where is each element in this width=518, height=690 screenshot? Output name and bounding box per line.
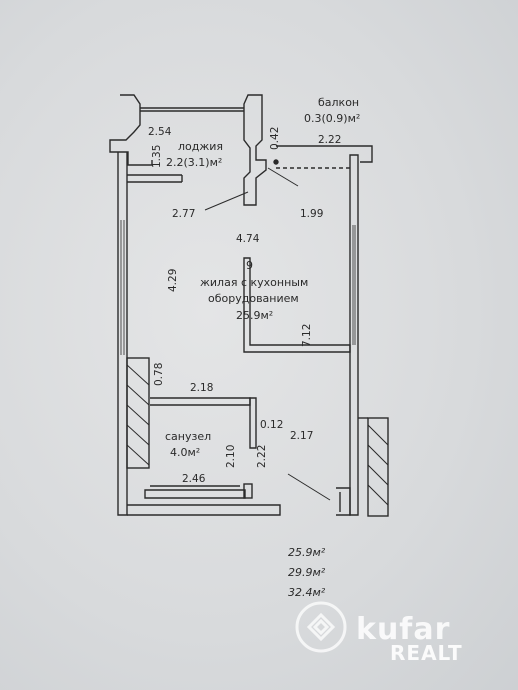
dim-1-35: 1.35 bbox=[151, 144, 163, 168]
living-room-area: 25.9м² bbox=[236, 309, 274, 322]
left-exterior-wall bbox=[117, 152, 128, 516]
balcony-area: 0.3(0.9)м² bbox=[304, 112, 361, 125]
dim-0-42: 0.42 bbox=[269, 126, 281, 150]
balcony-name: балкон bbox=[318, 96, 360, 109]
right-exterior-wall bbox=[349, 154, 359, 516]
left-hatched-block bbox=[126, 357, 150, 469]
corridor-partition bbox=[243, 257, 351, 353]
loggia-name: лоджия bbox=[178, 140, 224, 153]
dim-2-46: 2.46 bbox=[182, 473, 206, 485]
dim-4-29: 4.29 bbox=[167, 268, 179, 292]
area-totals: 25.9м² 29.9м² 32.4м² bbox=[288, 546, 325, 606]
dim-0-78: 0.78 bbox=[153, 362, 165, 386]
dim-4-74: 4.74 bbox=[236, 233, 260, 245]
watermark-sub: REALT bbox=[390, 641, 463, 665]
living-room-name-line2: оборудованием bbox=[208, 292, 299, 305]
balcony-slab bbox=[276, 145, 373, 163]
loggia-left-pier bbox=[109, 94, 153, 166]
dim-0-12: 0.12 bbox=[260, 419, 284, 431]
dim-2-18: 2.18 bbox=[190, 382, 214, 394]
living-room-number: 9 bbox=[246, 259, 253, 272]
dim-2-54: 2.54 bbox=[148, 126, 172, 138]
dim-7-12: 7.12 bbox=[301, 323, 313, 347]
right-hatched-block bbox=[367, 417, 389, 517]
bathroom-top-wall bbox=[150, 397, 251, 406]
total-living-area: 25.9м² bbox=[288, 546, 326, 559]
total-area-full: 32.4м² bbox=[288, 586, 326, 599]
living-room-name-line1: жилая с кухонным bbox=[200, 276, 309, 289]
watermark-brand: kufar bbox=[356, 612, 451, 647]
total-area-reduced: 29.9м² bbox=[288, 566, 326, 579]
dim-2-22-balcony: 2.22 bbox=[318, 134, 342, 146]
dim-2-77: 2.77 bbox=[172, 208, 196, 220]
loggia-right-pier bbox=[243, 94, 267, 206]
dim-2-10: 2.10 bbox=[225, 444, 237, 468]
dim-2-17: 2.17 bbox=[290, 430, 314, 442]
dim-1-99: 1.99 bbox=[300, 208, 324, 220]
loggia-area: 2.2(3.1)м² bbox=[166, 156, 223, 169]
bathroom-area: 4.0м² bbox=[170, 446, 201, 459]
bottom-wall bbox=[127, 504, 281, 516]
kufar-logo-icon bbox=[295, 601, 347, 653]
dim-2-22-bathroom: 2.22 bbox=[256, 444, 268, 468]
bathroom-right-wall bbox=[249, 397, 257, 449]
bathroom-name: санузел bbox=[165, 430, 212, 443]
